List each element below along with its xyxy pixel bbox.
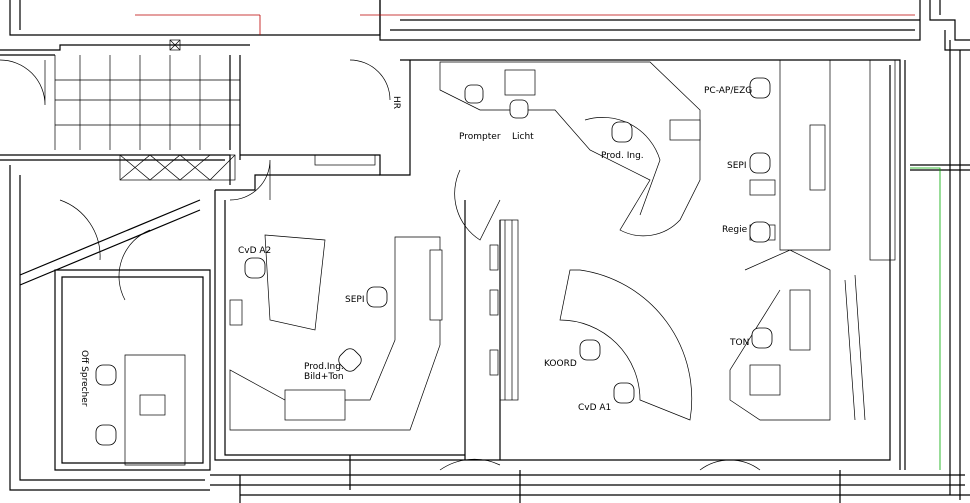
label-prod-ing: Prod. Ing. [601,151,644,161]
label-prod-ing-bild-ton: Prod.Ing. [304,362,344,372]
label-sepi-left: SEPI [345,295,364,305]
doors [0,59,501,301]
label-regie: Regie [722,225,748,235]
room-labels: HR Prompter Licht Prod. Ing. PC-AP/EZG S… [79,86,752,413]
label-prompter: Prompter [459,132,501,142]
partition-wall [489,59,896,421]
label-licht: Licht [512,132,534,142]
chairs [95,77,773,446]
label-off-sprecher: Off Sprecher [79,350,89,407]
desks [124,60,831,466]
label-koord: KOORD [544,359,577,369]
tile-grid [54,39,376,181]
label-pc-ap-ezg: PC-AP/EZG [704,86,752,96]
label-cvd-a1: CvD A1 [578,403,611,413]
label-bild-ton: Bild+Ton [304,372,344,382]
label-sepi-right: SEPI [727,161,746,171]
label-cvd-a2: CvD A2 [238,246,271,256]
label-hr: HR [391,96,401,109]
label-ton: TON [729,338,749,348]
